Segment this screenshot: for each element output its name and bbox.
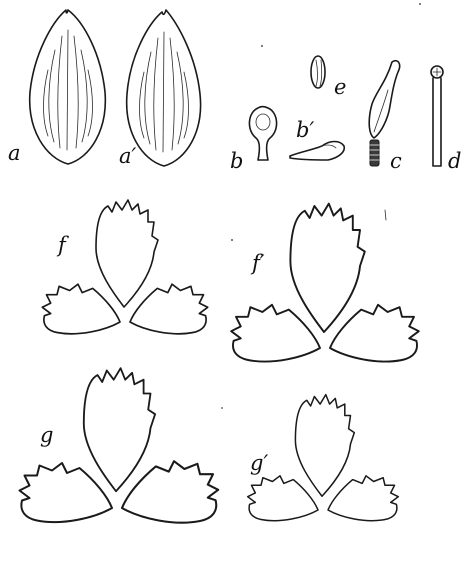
- organ-b: [249, 107, 276, 161]
- leaf-f-prime: [231, 204, 419, 362]
- leaf-f: [42, 200, 207, 334]
- label-a: a: [8, 141, 21, 165]
- label-b-prime: b′: [296, 118, 314, 142]
- label-d: d: [448, 149, 461, 173]
- organ-b-prime: [290, 142, 344, 161]
- style-d: [431, 66, 443, 166]
- petal-a-prime: [127, 10, 201, 166]
- seed-e: [311, 56, 325, 88]
- label-f-prime: f′: [250, 251, 265, 275]
- label-g: g: [40, 423, 53, 447]
- label-c: c: [390, 149, 402, 173]
- label-f: f: [56, 233, 69, 257]
- label-b: b: [230, 149, 243, 173]
- petal-a: [30, 10, 106, 164]
- label-a-prime: a′: [119, 144, 137, 168]
- leaf-g-prime: [248, 395, 399, 521]
- label-g-prime: g′: [250, 451, 268, 475]
- label-e: e: [334, 75, 346, 99]
